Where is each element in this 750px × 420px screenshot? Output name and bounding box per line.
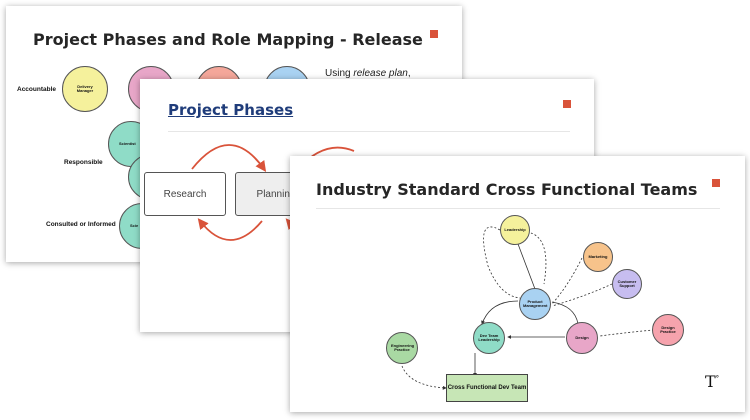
- role-circle-label: Scie: [130, 222, 139, 228]
- node-customer-support: Customer Support: [612, 269, 642, 299]
- row-label-accountable: Accountable: [17, 86, 57, 93]
- release-plan-note: Using release plan,: [325, 68, 411, 79]
- edge-customer-support: [551, 283, 613, 307]
- node-leadership: Leadership: [500, 215, 530, 245]
- edge-leadership-to-design: [526, 231, 547, 285]
- slide-accent-square: [712, 179, 720, 187]
- slide-title: Project Phases and Role Mapping - Releas…: [33, 30, 423, 49]
- node-label: Design: [575, 334, 589, 340]
- node-design-practice: Design Practice: [652, 314, 684, 346]
- node-label: Design Practice: [660, 324, 676, 334]
- row-label-consulted: Consulted or Informed: [46, 221, 116, 228]
- release-plan-emphasis: release plan: [353, 68, 408, 79]
- node-label: Engineering Practice: [391, 342, 415, 352]
- edge-marketing: [551, 257, 583, 305]
- node-dev-team-leadership: Dev Team Leadership: [473, 322, 505, 354]
- role-circle-label: Delivery Manager: [76, 83, 94, 93]
- role-circle-label: Scientist: [119, 140, 136, 146]
- edge-engineering: [401, 365, 447, 390]
- title-divider: [316, 208, 720, 209]
- node-marketing: Marketing: [583, 242, 613, 272]
- edge-pm-to-leadership: [517, 243, 536, 290]
- slide-accent-square: [563, 100, 571, 108]
- edge-pm-to-design: [551, 301, 579, 325]
- node-label: Customer Support: [617, 278, 637, 288]
- brand-logo: T°: [705, 372, 720, 391]
- team-connections: [401, 226, 655, 390]
- node-product-management: Product Management: [519, 288, 551, 320]
- slide-title-link[interactable]: Project Phases: [168, 101, 294, 119]
- node-design: Design: [566, 322, 598, 354]
- row-label-responsible: Responsible: [64, 159, 103, 166]
- slide-cross-functional-teams[interactable]: Industry Standard Cross Functional Teams…: [290, 156, 745, 412]
- slide-accent-square: [430, 30, 438, 38]
- title-divider: [168, 131, 570, 132]
- phase-box-research[interactable]: Research: [144, 172, 226, 216]
- cross-functional-dev-team-box: Cross Functional Dev Team: [446, 374, 528, 402]
- dev-team-label: Cross Functional Dev Team: [447, 385, 527, 391]
- node-label: Marketing: [588, 253, 608, 259]
- cycle-arrow-bottom: [197, 218, 263, 241]
- role-circle-delivery-manager: Delivery Manager: [62, 66, 108, 112]
- node-label: Product Management: [523, 298, 548, 308]
- edge-design-practice: [599, 329, 655, 337]
- node-label: Leadership: [504, 226, 526, 232]
- cycle-arrow-top: [191, 144, 267, 172]
- node-engineering-practice: Engineering Practice: [386, 332, 418, 364]
- edge-pm-to-devlead: [481, 300, 519, 325]
- node-label: Dev Team Leadership: [478, 332, 500, 342]
- slide-title: Industry Standard Cross Functional Teams: [316, 180, 698, 199]
- edge-leadership-loop: [483, 226, 521, 299]
